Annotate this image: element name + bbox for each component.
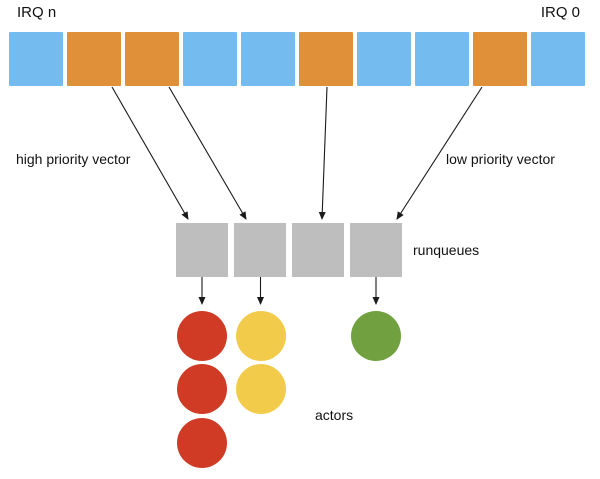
runqueue-cell-3 — [350, 223, 402, 277]
low-priority-vector-label: low priority vector — [446, 151, 555, 167]
irq-cell-5-orange — [299, 32, 353, 86]
irq-cell-6-blue — [357, 32, 411, 86]
actor-circle-yellow-3 — [235, 310, 286, 361]
irq-cell-4-blue — [241, 32, 295, 86]
irq-cell-1-orange — [67, 32, 121, 86]
actor-circle-red-0 — [177, 310, 227, 361]
actor-circle-yellow-4 — [235, 364, 286, 414]
irq-cell-7-blue — [415, 32, 469, 86]
irq-n-label: IRQ n — [17, 4, 57, 21]
runqueue-cell-1 — [234, 223, 286, 277]
arrow-irq5-to-runqueue2 — [318, 86, 328, 220]
irq-cell-0-blue — [9, 32, 63, 86]
irq-cell-2-orange — [125, 32, 179, 86]
actor-circle-green-5 — [351, 310, 401, 361]
runqueue-cell-2 — [292, 223, 344, 277]
irq-cell-8-orange — [473, 32, 527, 86]
irq-0-label: IRQ 0 — [540, 4, 580, 21]
irq-cell-9-blue — [531, 32, 585, 86]
high-priority-vector-label: high priority vector — [16, 151, 131, 167]
runqueues-label: runqueues — [413, 242, 480, 258]
actor-circle-red-2 — [177, 417, 227, 468]
actor-circle-red-1 — [177, 364, 227, 414]
irq-cell-3-blue — [183, 32, 237, 86]
actors-label: actors — [315, 407, 354, 423]
runqueue-row — [176, 223, 402, 277]
arrow-irq2-to-runqueue1 — [168, 86, 247, 220]
runqueue-cell-0 — [176, 223, 228, 277]
irq-row — [9, 32, 585, 86]
